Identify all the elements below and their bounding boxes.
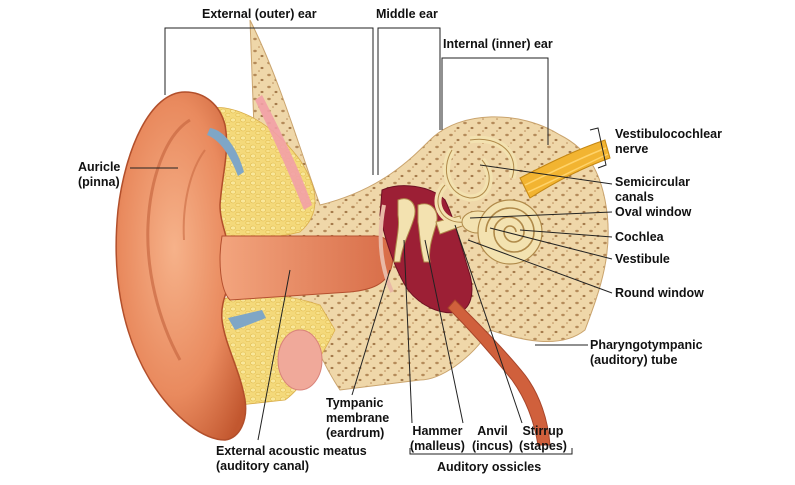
middle-ear-label: Middle ear [376, 7, 438, 21]
auricle-shape [115, 91, 247, 441]
tympanic-line2: membrane [326, 411, 390, 425]
pharyngotympanic-tube-shape [447, 299, 551, 446]
vestibulocochlear-line2: nerve [615, 142, 649, 156]
auditory-canal [219, 235, 394, 301]
anvil-label: Anvil (incus) [472, 424, 513, 454]
hammer-line1: Hammer [412, 424, 463, 438]
semicircular-canals-outline [437, 138, 515, 223]
vestibule-label: Vestibule [615, 252, 670, 266]
cochlea-label: Cochlea [615, 230, 664, 244]
external-ear-label: External (outer) ear [202, 7, 317, 21]
anvil-bone [417, 203, 438, 263]
vessel-strip [255, 95, 312, 210]
semicircular-canals-label: Semicircular canals [615, 175, 690, 205]
vestibulocochlear-line1: Vestibulocochlear [615, 127, 722, 141]
tympanic-membrane-shape [378, 204, 394, 293]
meatus-line2: (auditory canal) [216, 459, 310, 473]
internal-ear-label: Internal (inner) ear [443, 37, 553, 51]
cartilage-blue-lower [228, 310, 266, 330]
tympanic-line3: (eardrum) [326, 426, 385, 440]
auricle-label-line1: Auricle [78, 160, 121, 174]
auricle-label: Auricle (pinna) [78, 160, 120, 190]
ossicles-bracket [409, 448, 573, 455]
meatus-line1: External acoustic meatus [216, 444, 367, 458]
tympanic-line1: Tympanic [326, 396, 384, 410]
cochlea-shape [477, 199, 543, 265]
external-acoustic-meatus-label: External acoustic meatus (auditory canal… [216, 444, 367, 474]
vestibulocochlear-nerve-shape [519, 139, 611, 199]
region-brackets [164, 27, 607, 175]
pharyngotympanic-tube-label: Pharyngotympanic (auditory) tube [590, 338, 703, 368]
stirrup-line2: (stapes) [519, 439, 567, 453]
round-window-label: Round window [615, 286, 704, 300]
stirrup-label: Stirrup (stapes) [519, 424, 567, 454]
cartilage-blue-upper [207, 128, 244, 176]
oval-window-label: Oval window [615, 205, 692, 219]
hammer-line2: (malleus) [410, 439, 465, 453]
auricle-label-line2: (pinna) [78, 175, 120, 189]
leader-lines [130, 164, 613, 441]
auricle-fold [146, 118, 191, 361]
stirrup-line1: Stirrup [522, 424, 564, 438]
auditory-ossicles-label: Auditory ossicles [437, 460, 542, 474]
pharyngotympanic-line1: Pharyngotympanic [590, 338, 703, 352]
hammer-label: Hammer (malleus) [410, 424, 465, 454]
parotid-blob [277, 329, 323, 391]
semicircular-line1: Semicircular [615, 175, 691, 189]
anvil-line2: (incus) [472, 439, 513, 453]
auricle-inner-fold [182, 149, 206, 241]
pharyngotympanic-line2: (auditory) tube [590, 353, 678, 367]
semicircular-line2: canals [615, 190, 654, 204]
anvil-line1: Anvil [477, 424, 508, 438]
tympanic-membrane-label: Tympanic membrane (eardrum) [326, 396, 389, 441]
vestibulocochlear-nerve-label: Vestibulocochlear nerve [615, 127, 722, 157]
